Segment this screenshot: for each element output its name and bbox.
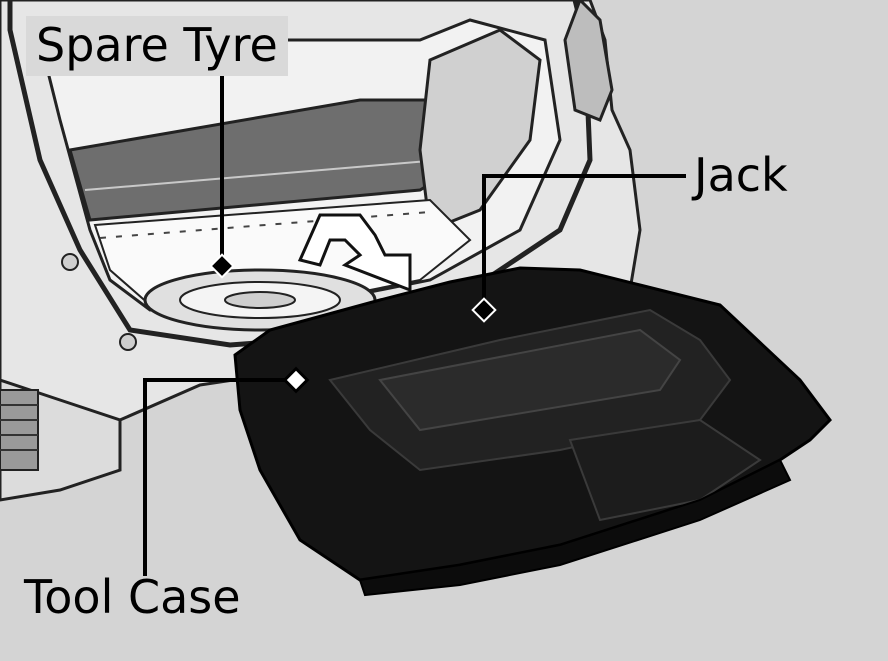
callout-spare-tyre: Spare Tyre [26,16,288,76]
bumper-vent [0,389,39,471]
leader-lines [143,68,686,576]
tool-case-shape [233,266,832,597]
leader-jack [482,174,686,302]
leader-tool-case [143,378,288,576]
marker-spare-tyre [209,253,235,279]
marker-tool-case [282,366,310,394]
spare-tyre-shape [143,268,377,332]
removal-arrow [297,213,412,293]
callout-jack: Jack [694,148,788,202]
callout-markers [209,253,497,394]
marker-jack [471,297,497,323]
callout-tool-case: Tool Case [24,570,241,624]
